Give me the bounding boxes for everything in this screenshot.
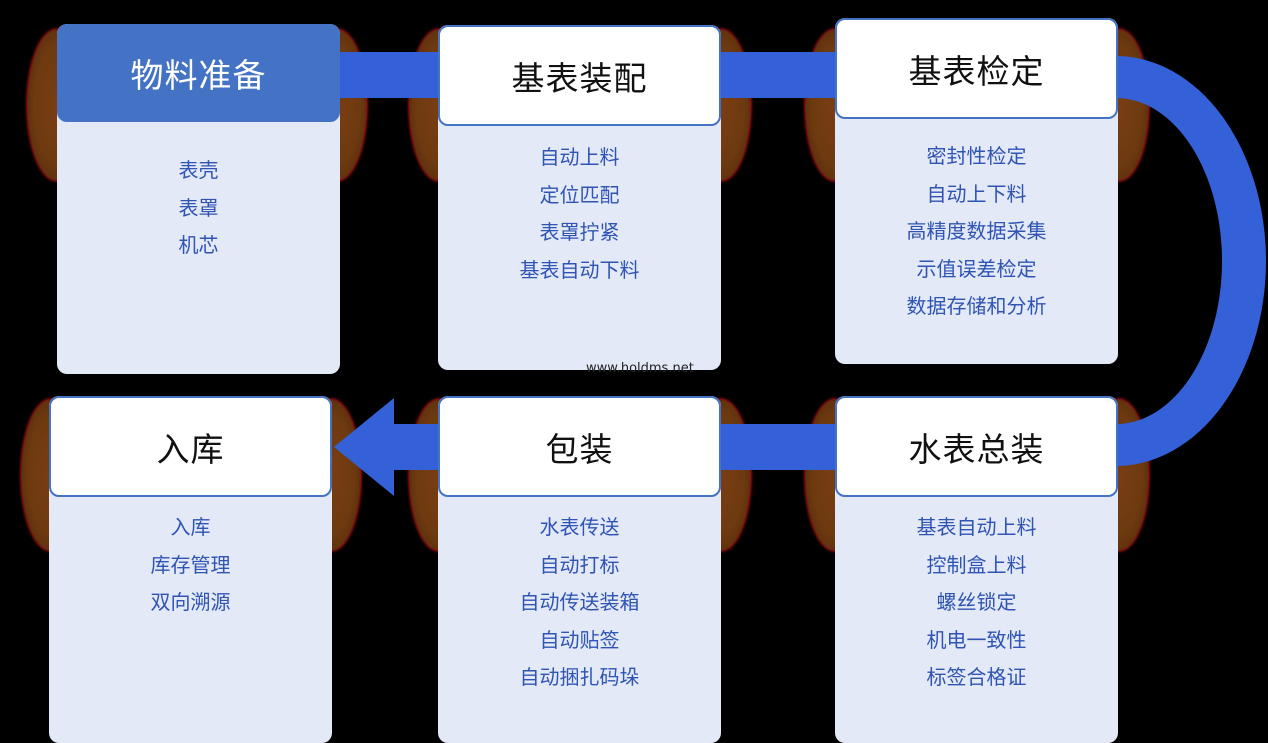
stage-items-materials: 表壳 表罩 机芯 — [57, 122, 340, 265]
stage-item: 高精度数据采集 — [906, 219, 1047, 243]
stage-item: 示值误差检定 — [916, 256, 1037, 281]
stage-card-packaging: 包装 水表传送 自动打标 自动传送装箱 自动贴签 自动捆扎码垛 — [438, 396, 721, 743]
stage-item: 密封性检定 — [926, 144, 1027, 168]
stage-item: 自动贴签 — [539, 627, 620, 652]
stage-item: 控制盒上料 — [926, 552, 1027, 577]
stage-item: 入库 — [170, 515, 211, 539]
watermark: www.holdms.net — [586, 361, 694, 376]
arrow-packaging-to-warehousing — [334, 398, 448, 496]
connector-assembly-to-verification — [712, 52, 844, 98]
stage-item: 自动传送装箱 — [519, 590, 640, 614]
stage-item: 基表自动下料 — [519, 257, 640, 282]
stage-item: 螺丝锁定 — [936, 590, 1017, 614]
stage-item: 机电一致性 — [926, 627, 1027, 652]
stage-items-packaging: 水表传送 自动打标 自动传送装箱 自动贴签 自动捆扎码垛 — [438, 497, 721, 697]
stage-item: 自动上料 — [539, 145, 620, 169]
stage-title-final-assembly: 水表总装 — [835, 396, 1118, 497]
stage-card-materials: 物料准备 表壳 表罩 机芯 — [57, 24, 340, 374]
stage-item: 表罩 — [178, 195, 219, 220]
stage-item: 水表传送 — [539, 515, 620, 539]
stage-card-verification: 基表检定 密封性检定 自动上下料 高精度数据采集 示值误差检定 数据存储和分析 — [835, 18, 1118, 364]
stage-item: 库存管理 — [150, 552, 231, 577]
stage-item: 双向溯源 — [150, 590, 231, 614]
stage-item: 定位匹配 — [539, 182, 620, 207]
stage-item: 自动上下料 — [926, 181, 1027, 206]
stage-item: 机芯 — [178, 233, 219, 257]
stage-title-verification: 基表检定 — [835, 18, 1118, 119]
stage-card-assembly: 基表装配 自动上料 定位匹配 表罩拧紧 基表自动下料 — [438, 25, 721, 370]
stage-card-final-assembly: 水表总装 基表自动上料 控制盒上料 螺丝锁定 机电一致性 标签合格证 — [835, 396, 1118, 743]
stage-items-assembly: 自动上料 定位匹配 表罩拧紧 基表自动下料 — [438, 126, 721, 289]
stage-item: 基表自动上料 — [916, 515, 1037, 539]
stage-item: 表罩拧紧 — [539, 220, 620, 244]
stage-item: 数据存储和分析 — [906, 294, 1047, 318]
stage-title-materials: 物料准备 — [57, 24, 340, 122]
stage-card-warehousing: 入库 入库 库存管理 双向溯源 — [49, 396, 332, 743]
stage-title-assembly: 基表装配 — [438, 25, 721, 126]
stage-title-packaging: 包装 — [438, 396, 721, 497]
connector-curve-verification-to-final-assembly — [1116, 56, 1266, 466]
stage-items-verification: 密封性检定 自动上下料 高精度数据采集 示值误差检定 数据存储和分析 — [835, 119, 1118, 326]
stage-item: 表壳 — [178, 158, 219, 182]
stage-title-warehousing: 入库 — [49, 396, 332, 497]
stage-items-warehousing: 入库 库存管理 双向溯源 — [49, 497, 332, 622]
stage-items-final-assembly: 基表自动上料 控制盒上料 螺丝锁定 机电一致性 标签合格证 — [835, 497, 1118, 697]
connector-final-assembly-to-packaging — [712, 424, 844, 470]
connector-materials-to-assembly — [330, 52, 448, 98]
stage-item: 标签合格证 — [926, 665, 1027, 689]
stage-item: 自动捆扎码垛 — [519, 665, 640, 689]
stage-item: 自动打标 — [539, 552, 620, 577]
